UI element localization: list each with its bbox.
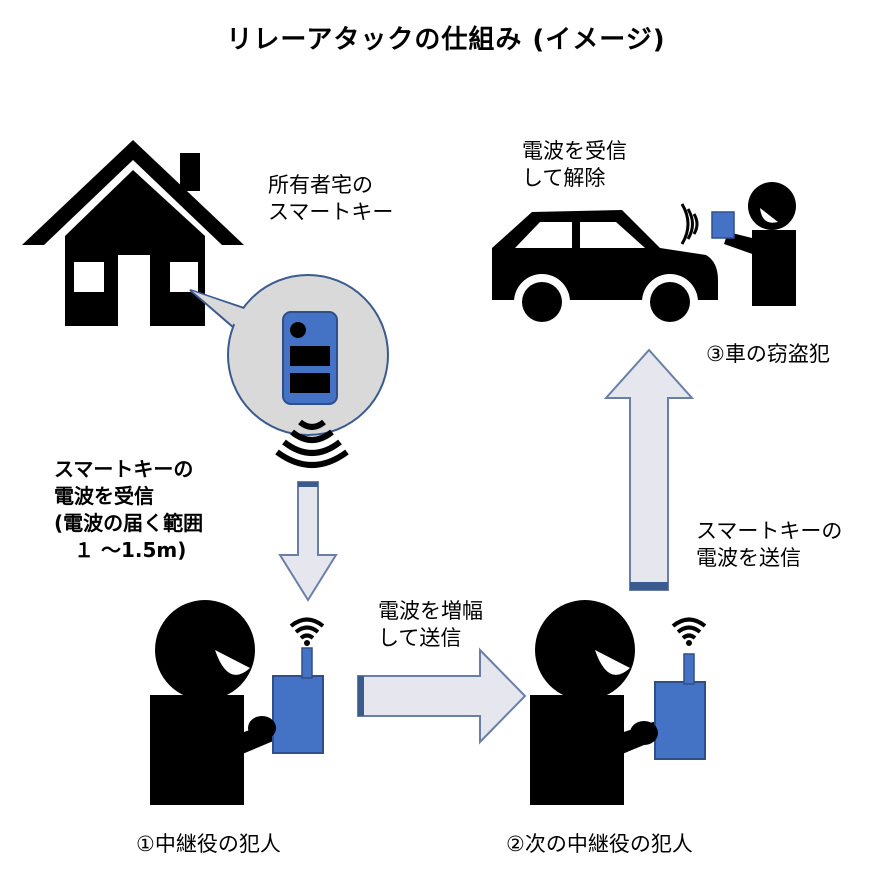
up-arrow [603,348,695,591]
relay-device-icon-2 [630,653,706,760]
wifi-icon-1 [289,617,325,646]
page-title: リレーアタックの仕組み (イメージ) [226,25,666,55]
thief-device-icon [711,211,735,239]
signal-waves-icon [275,419,349,468]
smart-key-icon [282,311,338,405]
down-arrow [278,481,338,602]
person-icon-relay1 [150,600,290,805]
right-arrow [357,647,527,745]
label-relay1: ①中継役の犯人 [136,832,281,856]
label-relay2: ②次の中継役の犯人 [506,832,693,856]
label-house-key: 所有者宅の スマートキー [268,173,394,225]
relay-device-icon-1 [248,647,324,754]
house-icon [22,140,244,326]
label-thief: ③車の窃盗犯 [706,342,830,366]
label-car-receive: 電波を受信 して解除 [522,139,627,191]
label-receive: スマートキーの 電波を受信 (電波の届く範囲 １ ～1.5m) [54,457,204,562]
wifi-icon-2 [671,617,707,646]
car-signal-waves-icon [680,203,699,245]
person-icon-thief [724,182,796,306]
car-icon [492,210,718,330]
label-send-key: スマートキーの 電波を送信 [696,519,843,571]
label-amplify: 電波を増幅 して送信 [378,599,483,651]
person-icon-relay2 [530,600,670,805]
